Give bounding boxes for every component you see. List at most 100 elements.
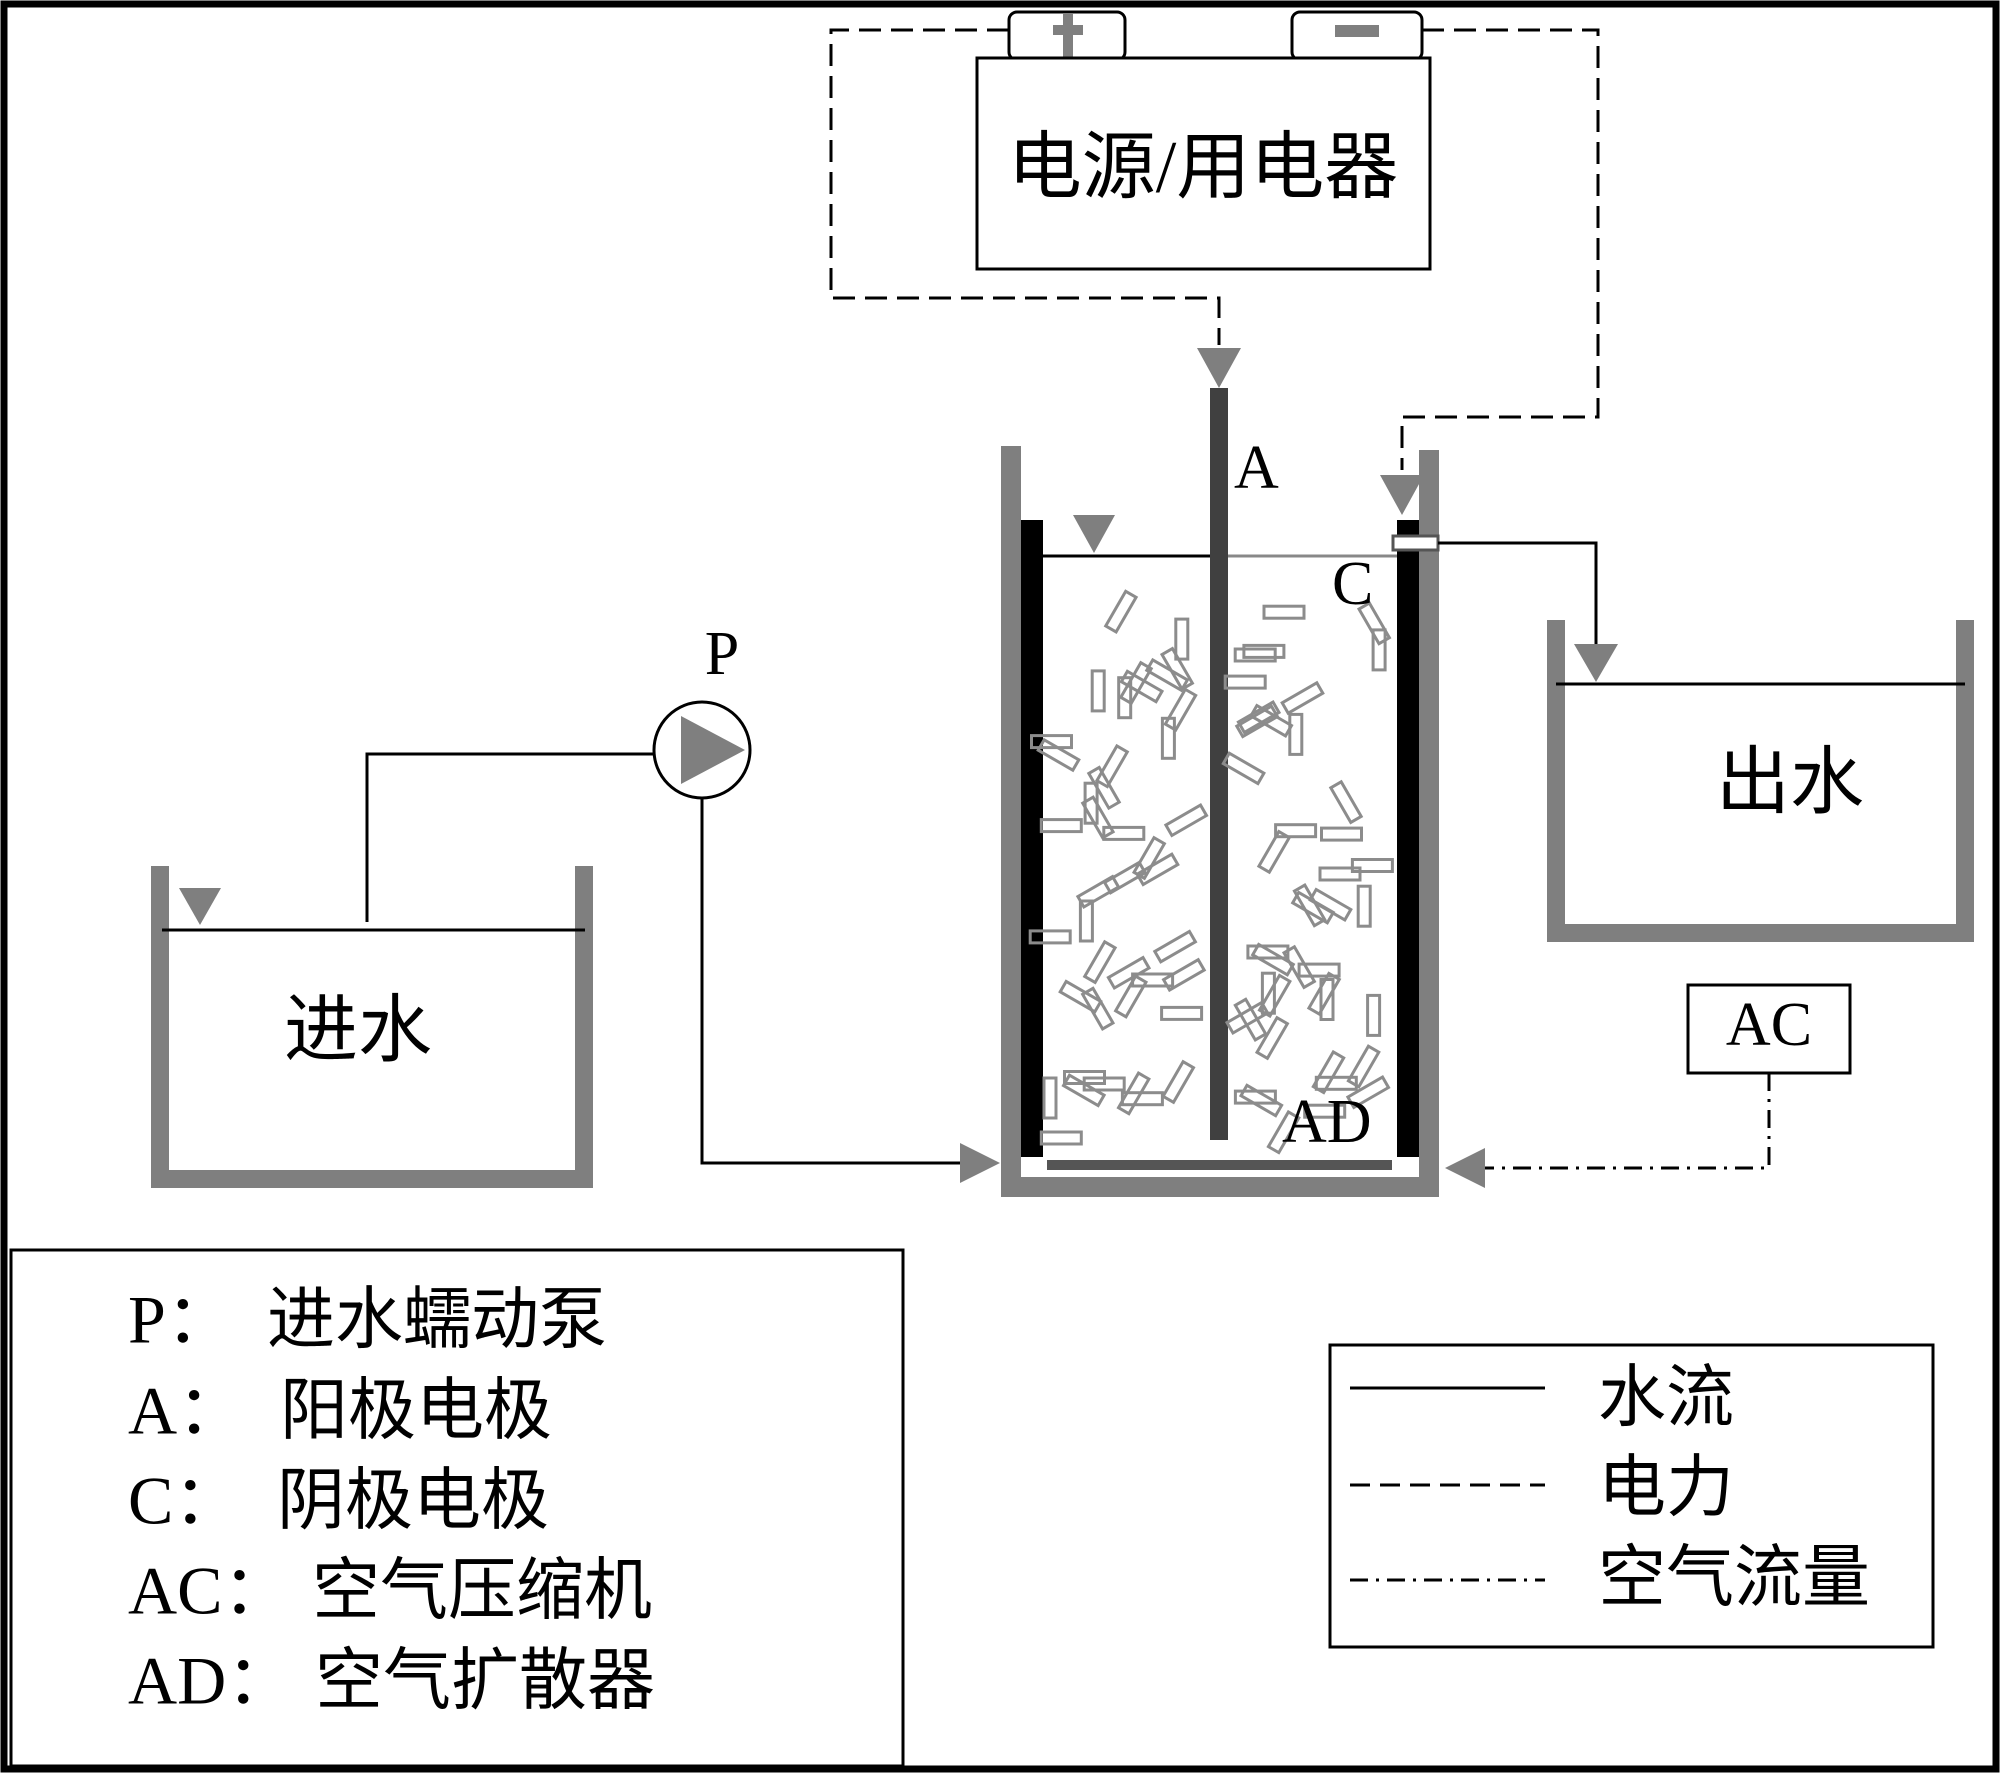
- anode-label: A: [1234, 434, 1279, 502]
- air-flow-line: [1485, 1073, 1771, 1170]
- cathode-right-plate: [1397, 520, 1419, 1157]
- media-piece: [1082, 1076, 1126, 1092]
- air-flow-arrowhead: [1445, 1148, 1485, 1188]
- water-flow-lines: [365, 541, 1598, 1165]
- legend-key-pump: P：: [128, 1282, 234, 1358]
- legend-desc-cathode: 阴极电极: [277, 1463, 549, 1539]
- media-piece: [1266, 1109, 1301, 1155]
- outlet-label: 出水: [1716, 742, 1864, 824]
- plus-sign-v: [1063, 14, 1073, 58]
- reactor-bottom: [1001, 1177, 1439, 1197]
- media-piece: [1256, 829, 1292, 875]
- media-piece: [1260, 971, 1276, 1015]
- media-piece: [1281, 944, 1317, 990]
- media-piece: [1174, 617, 1190, 661]
- media-piece: [1080, 986, 1116, 1031]
- media-piece: [1160, 1005, 1204, 1021]
- media-piece: [1061, 1073, 1107, 1108]
- media-piece: [1030, 734, 1073, 750]
- media-piece: [1318, 866, 1362, 882]
- media-piece: [1082, 939, 1118, 985]
- power-wires: [829, 28, 1600, 470]
- inlet-bottom: [151, 1170, 593, 1188]
- inlet-wall-right: [575, 866, 593, 1188]
- reactor-water-level-marker: [1073, 515, 1115, 553]
- legend-desc-anode: 阳极电极: [280, 1373, 552, 1449]
- diffuser-label: AD: [1282, 1088, 1372, 1156]
- media-piece: [1233, 647, 1277, 663]
- pump-label: P: [705, 620, 739, 688]
- legend-key-diffuser: AD：: [128, 1643, 294, 1719]
- legend-key-cathode: C：: [128, 1463, 241, 1539]
- media-piece: [1233, 997, 1268, 1042]
- cathode-wire-arrowhead: [1380, 475, 1424, 515]
- inlet-tank: 进水: [151, 866, 593, 1188]
- power-supply-label: 电源/用电器: [1008, 127, 1399, 209]
- carrier-media: [1028, 589, 1394, 1155]
- media-piece: [1350, 858, 1394, 873]
- media-piece: [1161, 957, 1207, 993]
- media-piece: [1161, 1059, 1196, 1105]
- media-piece: [1328, 779, 1364, 825]
- legend-key-anode: A：: [128, 1373, 245, 1449]
- media-piece: [1242, 643, 1286, 659]
- media-piece: [1113, 974, 1149, 1019]
- legend-key-compressor: AC：: [128, 1553, 290, 1629]
- inlet-water-level-marker: [179, 888, 221, 925]
- air-diffuser: [1047, 1160, 1392, 1170]
- media-piece: [1356, 884, 1372, 928]
- legend-power-label: 电力: [1598, 1450, 1734, 1526]
- media-piece: [1366, 993, 1382, 1037]
- media-piece: [1311, 1049, 1346, 1095]
- media-piece: [1102, 860, 1148, 895]
- wire-to-anode: [829, 28, 1221, 345]
- media-piece: [1042, 1076, 1058, 1120]
- media-piece: [1036, 737, 1081, 773]
- media-piece: [1371, 628, 1387, 672]
- media-piece: [1345, 1075, 1391, 1110]
- wire-to-cathode: [1400, 28, 1600, 470]
- inlet-wall-left: [151, 866, 169, 1188]
- legend-desc-diffuser: 空气扩散器: [315, 1643, 655, 1719]
- media-piece: [1039, 818, 1083, 834]
- media-piece: [1078, 899, 1094, 943]
- line-style-legend-box: [1328, 1343, 1935, 1649]
- media-piece: [1103, 589, 1139, 634]
- media-piece: [1288, 712, 1304, 756]
- cathode-label: C: [1332, 550, 1373, 618]
- media-piece: [1102, 825, 1146, 841]
- media-piece: [1306, 971, 1342, 1017]
- media-piece: [1308, 887, 1353, 922]
- line-style-legend: 水流 电力 空气流量: [1328, 1343, 1935, 1649]
- media-piece: [1236, 699, 1282, 735]
- media-piece: [1250, 942, 1296, 977]
- legend-air-flow-label: 空气流量: [1598, 1540, 1870, 1616]
- pump-to-reactor-line: [700, 795, 960, 1165]
- reactor-inlet-arrowhead: [960, 1143, 1000, 1183]
- media-piece: [1223, 674, 1267, 690]
- outlet-tank: 出水: [1547, 620, 1974, 942]
- air-compressor: AC: [1445, 983, 1852, 1188]
- media-piece: [1163, 687, 1198, 733]
- media-piece: [1120, 1091, 1164, 1107]
- media-piece: [1234, 704, 1280, 739]
- media-piece: [1152, 929, 1198, 964]
- reactor: A C AD: [1001, 388, 1440, 1197]
- legend-desc-pump: 进水蠕动泵: [267, 1282, 607, 1358]
- legend-water-flow-label: 水流: [1598, 1360, 1734, 1436]
- anode-rod: [1210, 388, 1228, 1140]
- media-piece: [1346, 1044, 1381, 1089]
- media-piece: [1094, 743, 1130, 789]
- anode-wire-arrowhead: [1197, 348, 1241, 388]
- media-piece: [1039, 1130, 1083, 1146]
- media-piece: [1159, 646, 1195, 692]
- media-piece: [1280, 680, 1325, 716]
- outlet-wall-left: [1547, 620, 1565, 942]
- media-piece: [1262, 604, 1306, 620]
- media-piece: [1221, 751, 1266, 786]
- power-supply: 电源/用电器: [975, 10, 1432, 271]
- power-supply-box: [975, 56, 1432, 271]
- media-piece: [1274, 823, 1318, 839]
- legend-desc-compressor: 空气压缩机: [312, 1553, 652, 1629]
